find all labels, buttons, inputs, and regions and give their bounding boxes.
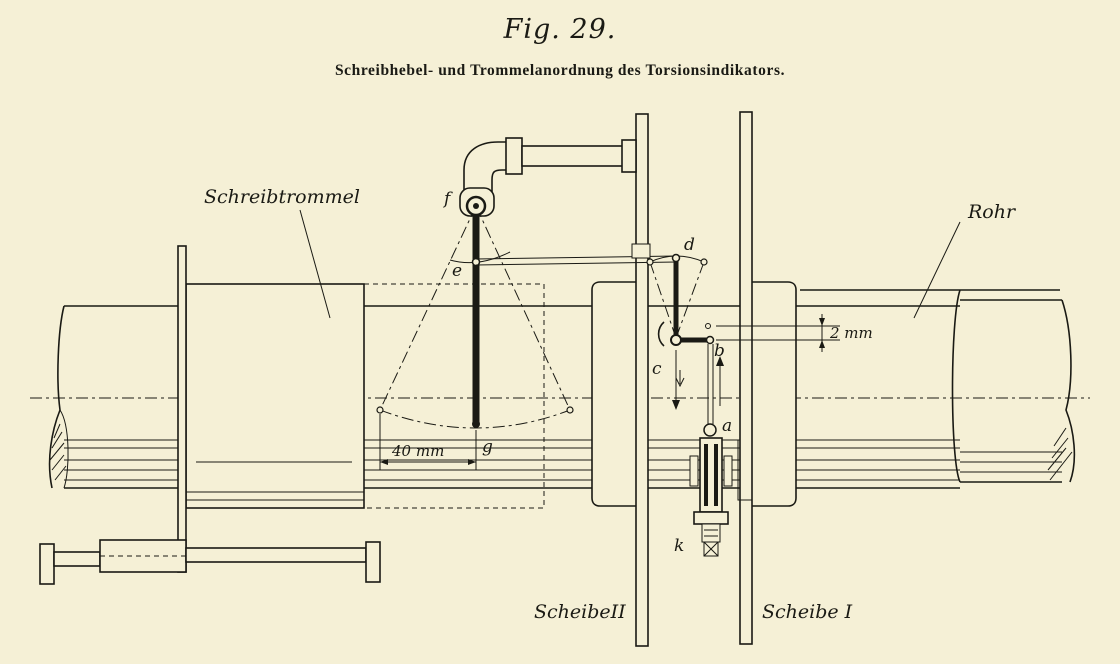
label-point-d: d [684, 235, 695, 255]
tube-leader [913, 221, 961, 319]
label-point-f: f [442, 189, 453, 209]
label-rohr: Rohr [967, 201, 1017, 223]
disc-one [739, 111, 753, 645]
connecting-rod [475, 243, 677, 266]
label-point-b: b [714, 341, 725, 361]
label-scheibe-one: Scheibe I [762, 601, 853, 623]
drum [177, 245, 545, 573]
label-point-k: k [674, 536, 684, 556]
dimension-40mm [379, 414, 477, 470]
label-point-g: g [482, 437, 493, 457]
drum-leader [299, 209, 331, 319]
figure-caption: Schreibhebel- und Trommelanordnung des T… [334, 62, 786, 79]
label-40mm: 40 mm [391, 442, 444, 460]
right-break-hatch [1047, 427, 1073, 481]
bell-crank [646, 253, 724, 410]
label-schreibtrommel: Schreibtrommel [204, 186, 360, 208]
label-point-a: a [722, 416, 732, 436]
label-point-e: e [452, 261, 462, 281]
adjusting-bolt [689, 344, 752, 557]
disc-two [635, 113, 649, 647]
figure-number: Fig. 29. [503, 14, 617, 45]
label-2mm: 2 mm [829, 324, 873, 342]
label-point-c: c [652, 359, 662, 379]
bent-pipe-arm [459, 137, 637, 217]
label-scheibe-two: ScheibeII [534, 601, 626, 623]
left-break-hatch [49, 423, 67, 481]
dimension-2mm [716, 314, 840, 352]
drum-handle [39, 539, 381, 585]
hub-disc-one [752, 281, 797, 507]
hub-disc-two [591, 281, 636, 507]
